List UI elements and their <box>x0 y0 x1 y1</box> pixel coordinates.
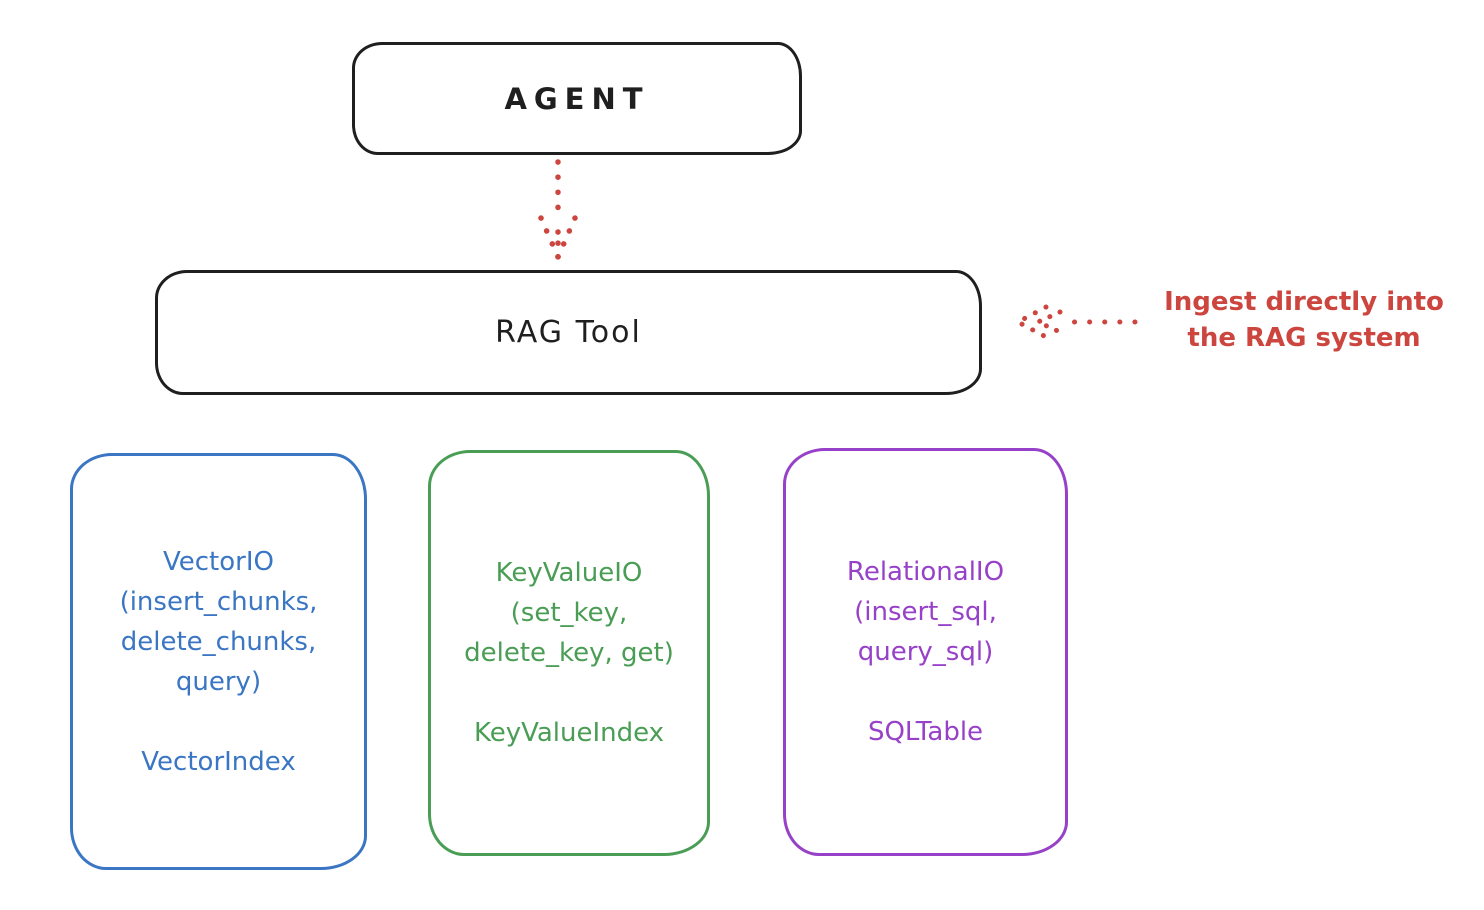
arrow-agent-to-rag-icon <box>538 159 578 260</box>
sql-table-label: SQLTable <box>867 717 984 747</box>
agent-node: AGENT <box>352 42 802 155</box>
ingest-annotation: Ingest directly into the RAG system <box>1164 287 1444 353</box>
relational-io-node: RelationalIO (insert_sql, query_sql) SQL… <box>783 448 1068 856</box>
vector-io-node: VectorIO (insert_chunks, delete_chunks, … <box>70 453 367 870</box>
arrow-annotation-to-rag-icon <box>1012 304 1138 340</box>
vector-io-methods: VectorIO (insert_chunks, delete_chunks, … <box>119 546 318 697</box>
relational-io-methods: RelationalIO (insert_sql, query_sql) <box>846 557 1005 667</box>
keyvalue-io-node: KeyValueIO (set_key, delete_key, get) Ke… <box>428 450 710 856</box>
keyvalue-index-label: KeyValueIndex <box>473 718 665 748</box>
rag-tool-node: RAG Tool <box>155 270 982 395</box>
agent-label: AGENT <box>504 81 650 116</box>
vector-index-label: VectorIndex <box>141 746 296 777</box>
rag-tool-label: RAG Tool <box>495 315 642 350</box>
keyvalue-io-methods: KeyValueIO (set_key, delete_key, get) <box>464 558 674 668</box>
